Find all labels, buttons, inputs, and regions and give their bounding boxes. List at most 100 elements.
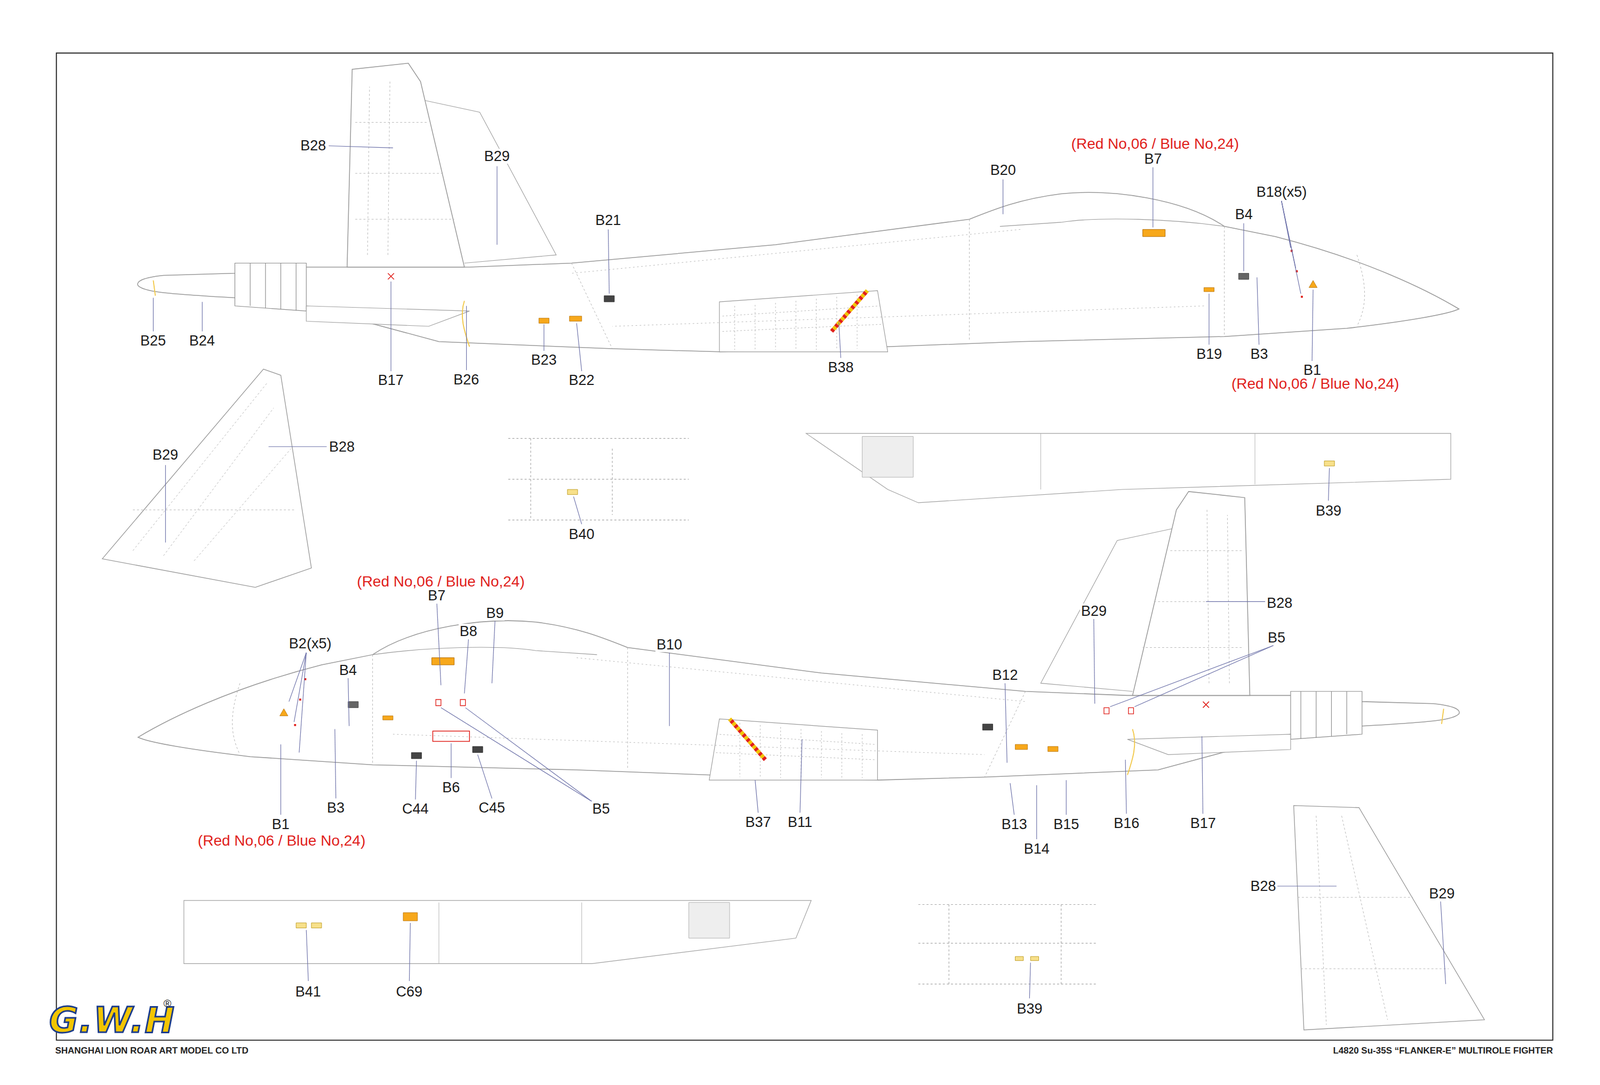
footer-text: L4820 Su-35S “FLANKER-E” MULTIROLE FIGHT…: [1331, 1046, 1554, 1056]
callout-number: B28: [328, 439, 356, 455]
leader-line: [1109, 645, 1274, 708]
callout-number: C44: [401, 801, 430, 817]
brand-logo: G.W.H: [48, 1002, 177, 1039]
leader-line: [465, 707, 592, 802]
intake-panel: [719, 290, 888, 352]
callout-number: B8: [458, 624, 479, 639]
leader-line: [1036, 785, 1037, 840]
decal-b21: [982, 724, 993, 731]
leader-line: [436, 603, 442, 686]
leader-line: [441, 707, 592, 802]
callout-number: B16: [1112, 816, 1141, 831]
leader-line: [334, 729, 336, 799]
callout-number: B39: [1314, 503, 1343, 519]
leader-line: [1208, 293, 1210, 346]
leader-line: [409, 923, 411, 982]
leader-line: [165, 465, 166, 543]
decal-b38-stripes: [729, 718, 766, 760]
callout-number: B6: [441, 780, 461, 796]
detail-panel: [508, 438, 690, 520]
decal-b22-b23: [1015, 744, 1059, 752]
underside-grid: [862, 433, 1255, 490]
leader-line: [755, 780, 759, 813]
callout-number: B17: [377, 372, 405, 388]
leader-line: [306, 930, 309, 982]
spine-rivets: [571, 229, 1205, 327]
lower-side-view: [138, 491, 1460, 781]
callout-number: B29: [1080, 603, 1108, 619]
fin-detail: [102, 369, 312, 588]
exhaust-nozzle: [234, 262, 307, 311]
callout-number: B28: [1249, 878, 1278, 894]
leader-line: [348, 678, 350, 727]
leader-line: [293, 652, 307, 723]
leader-line: [268, 446, 327, 447]
callout-number: B37: [744, 814, 773, 830]
leader-line: [491, 621, 495, 684]
tail-stabilizer: [306, 306, 470, 327]
leader-lines: [153, 146, 1446, 999]
decal-b7: [432, 658, 455, 666]
fin-panel-line: [1142, 509, 1243, 684]
callout-number: B12: [991, 667, 1020, 683]
callout-number: B1: [270, 817, 291, 832]
vertical-fin: [347, 63, 465, 268]
leader-line: [576, 323, 582, 372]
callout-number: B28: [1265, 595, 1294, 611]
leader-line: [669, 652, 670, 727]
callout-number: B5: [590, 801, 611, 817]
leader-line: [464, 639, 469, 694]
leader-line: [1029, 962, 1031, 999]
callout-number: B3: [1249, 346, 1269, 362]
canopy-line: [1000, 219, 1225, 227]
leader-line: [838, 322, 842, 358]
detail-views: [56, 52, 1554, 1040]
decal-c44-c45: [411, 746, 483, 759]
variant-note: (Red No,06 / Blue No,24): [1070, 136, 1240, 152]
decal-b38-stripes: [831, 290, 868, 332]
callout-number: C45: [477, 800, 507, 816]
callout-number: B5: [1266, 630, 1287, 646]
callout-number: B29: [483, 148, 511, 164]
decal-b22-b23: [538, 316, 582, 324]
underside-grid: [438, 902, 730, 965]
callout-number: B18(x5): [1255, 184, 1309, 200]
callout-number: B15: [1052, 817, 1080, 832]
leader-line: [496, 166, 498, 245]
decal-c69: [403, 913, 418, 922]
upper-side-view: [137, 63, 1459, 352]
decal-b7: [1142, 229, 1166, 237]
callout-number: B25: [139, 333, 167, 349]
variant-note: (Red No,06 / Blue No,24): [1230, 376, 1400, 392]
callout-number: B4: [1234, 206, 1254, 222]
leader-line: [1066, 780, 1067, 815]
leader-line: [289, 652, 307, 702]
leader-line: [573, 496, 582, 525]
nose-panel-line: [571, 219, 1365, 349]
fin-panel-line: [355, 81, 455, 255]
leader-line: [608, 229, 610, 294]
callout-number: B4: [338, 662, 358, 678]
decal-b19: [382, 716, 394, 721]
fin-detail: [1293, 805, 1485, 1031]
callout-number: B39: [1015, 1001, 1044, 1017]
decal-b39: [1015, 460, 1335, 961]
leader-line: [1312, 289, 1314, 362]
leader-line: [1243, 223, 1244, 272]
callout-number: B7: [1142, 151, 1163, 167]
decal-b38-stripes-yellow: [831, 290, 868, 332]
callout-number: B26: [452, 372, 480, 388]
leader-line: [543, 324, 544, 351]
leader-line: [1202, 736, 1204, 814]
leader-line: [1205, 601, 1266, 603]
leader-line: [1257, 277, 1260, 345]
tail-stabilizer: [1127, 734, 1291, 755]
variant-note: (Red No,06 / Blue No,24): [196, 833, 367, 849]
leader-line: [1010, 783, 1015, 815]
intake-panel: [709, 718, 878, 781]
leader-line: [1002, 179, 1004, 215]
fin-detail-rivets: [1297, 816, 1449, 1026]
leader-line: [415, 761, 417, 800]
callout-number: B2(x5): [288, 636, 333, 652]
